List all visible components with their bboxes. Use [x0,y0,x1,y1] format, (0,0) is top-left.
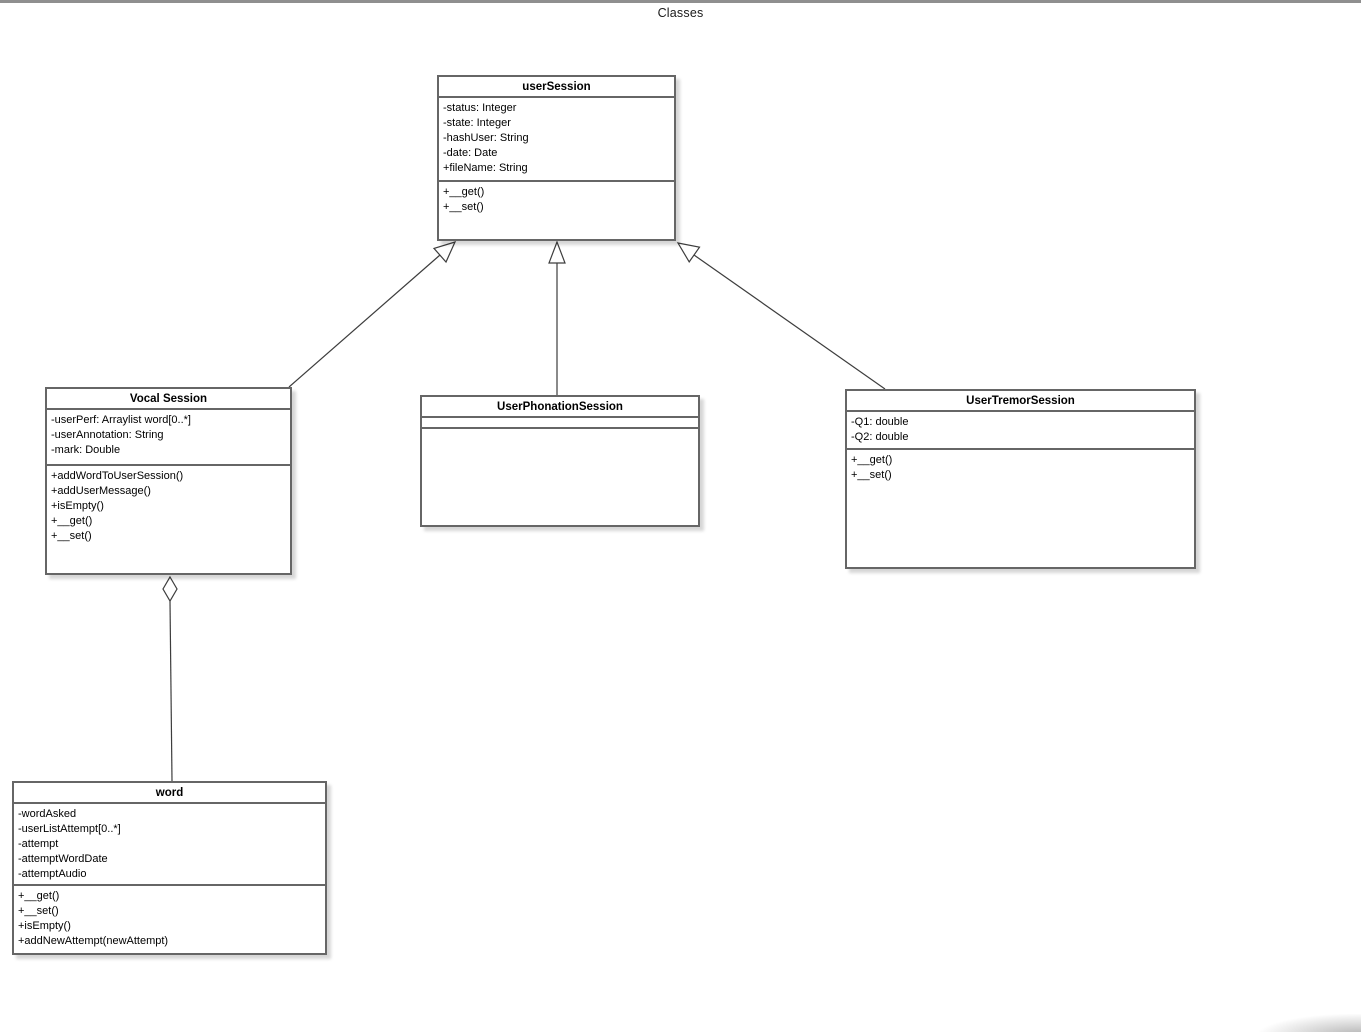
class-methods [422,429,698,525]
class-title: UserTremorSession [847,391,1194,412]
class-attributes: -userPerf: Arraylist word[0..*] -userAnn… [47,410,290,466]
generalization-arrowhead-icon [676,242,701,264]
class-usersession[interactable]: userSession -status: Integer -state: Int… [437,75,676,241]
class-methods: +addWordToUserSession() +addUserMessage(… [51,470,184,542]
class-title: word [14,783,325,804]
class-attributes: -status: Integer -state: Integer -hashUs… [439,98,674,182]
class-title: Vocal Session [47,389,290,410]
class-attributes: -Q1: double -Q2: double [847,412,1194,450]
aggregation-diamond-icon [162,575,178,603]
class-attributes: -wordAsked -userListAttempt[0..*] -attem… [14,804,325,886]
class-title: UserPhonationSession [422,397,698,418]
generalization-line-vocalsession-to-usersession[interactable] [288,254,441,388]
generalization-arrowhead-icon [432,241,457,264]
class-userphonationsession[interactable]: UserPhonationSession [420,395,700,527]
class-attributes [422,418,698,429]
diagram-page-title: Classes [657,6,704,20]
top-divider [0,0,1361,3]
class-vocal-session[interactable]: Vocal Session -userPerf: Arraylist word[… [45,387,292,575]
aggregation-line-word-to-vocalsession[interactable] [169,600,173,782]
class-methods: +__get() +__set() [443,186,485,213]
generalization-arrowhead-icon [548,240,566,264]
class-methods: +__get() +__set() +isEmpty() +addNewAtte… [18,890,169,947]
class-usertremorsession[interactable]: UserTremorSession -Q1: double -Q2: doubl… [845,389,1196,569]
class-word[interactable]: word -wordAsked -userListAttempt[0..*] -… [12,781,327,955]
class-title: userSession [439,77,674,98]
generalization-line-usertremorsession-to-usersession[interactable] [693,254,886,390]
class-methods: +__get() +__set() [851,454,893,481]
